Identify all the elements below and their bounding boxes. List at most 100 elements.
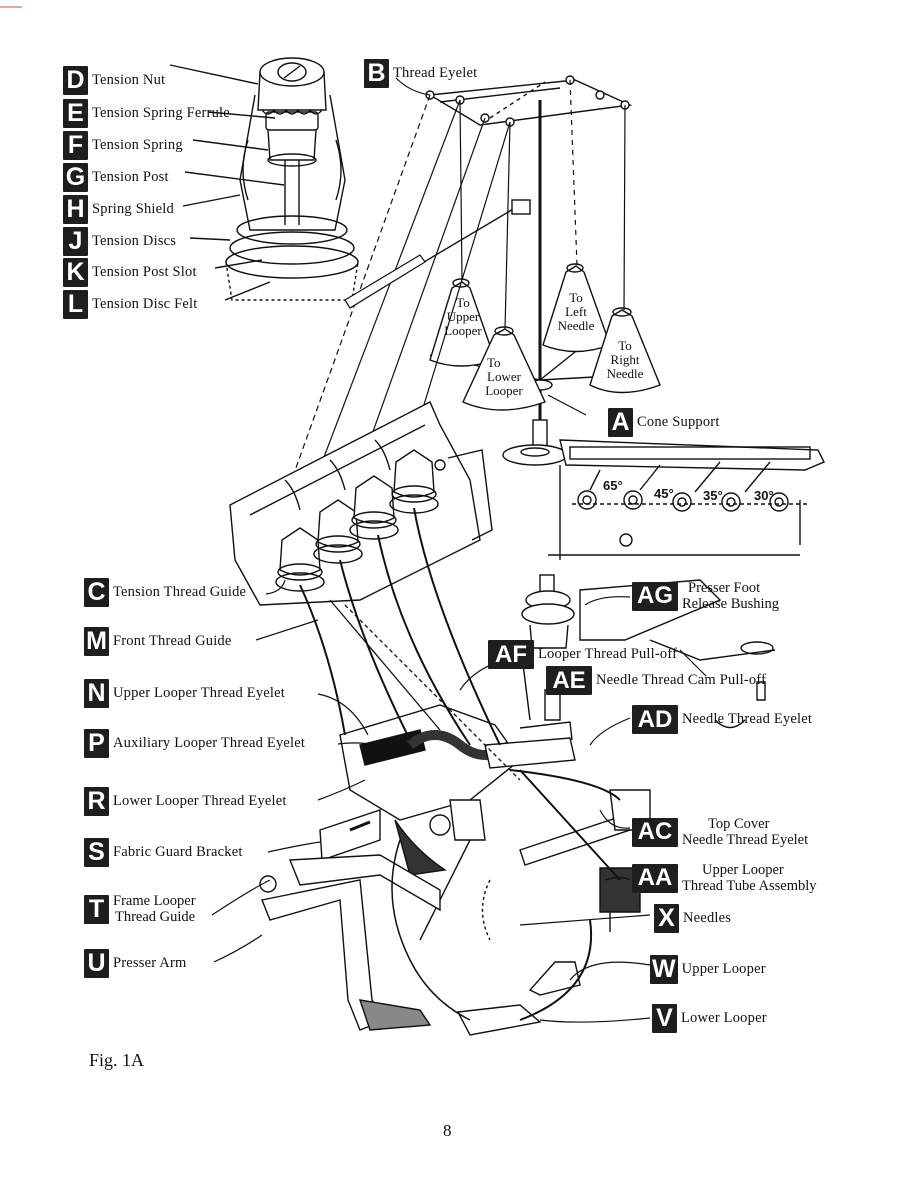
label-line-1: Upper Looper [702, 862, 784, 878]
label-text: Spring Shield [92, 201, 174, 217]
label-text: Presser Foot Release Bushing [682, 580, 779, 612]
label-letter: F [63, 131, 88, 160]
label-letter: G [63, 163, 88, 192]
label-tension-spring-ferrule: E Tension Spring Ferrule [63, 99, 230, 128]
label-fabric-guard-bracket: S Fabric Guard Bracket [84, 838, 243, 867]
figure-caption: Fig. 1A [89, 1050, 145, 1070]
label-upper-looper: W Upper Looper [650, 955, 766, 984]
label-thread-eyelet: B Thread Eyelet [364, 59, 477, 88]
tension-panel [229, 401, 493, 606]
label-tension-spring: F Tension Spring [63, 131, 183, 160]
cone-left-needle [542, 263, 611, 353]
threads-lower [299, 507, 621, 1021]
cone-label-right-needle: To Right Needle [600, 339, 650, 381]
tension-knob-4 [389, 449, 439, 514]
cone-label-upper-looper: To Upper Looper [443, 296, 483, 338]
label-text: Cone Support [637, 414, 720, 430]
label-text: Thread Eyelet [393, 65, 478, 81]
cone-lower-looper [462, 326, 546, 411]
label-letter: N [84, 679, 109, 708]
label-letter: P [84, 729, 109, 758]
label-line-2: Needle Thread Eyelet [682, 832, 809, 848]
label-letter: L [63, 290, 88, 319]
tension-knob-3 [349, 475, 399, 540]
leader-lines [211, 77, 707, 1023]
label-needles: X Needles [654, 904, 731, 933]
label-text: Looper Thread Pull-off [538, 646, 678, 662]
label-text: Tension Post Slot [92, 264, 197, 280]
cone-label-line: Needle [557, 318, 595, 333]
label-line-2: Thread Tube Assembly [682, 878, 817, 894]
cone-right-needle [589, 307, 661, 394]
cone-label-line: Looper [485, 383, 523, 398]
label-lower-looper-thread-eyelet: R Lower Looper Thread Eyelet [84, 787, 287, 816]
label-lower-looper: V Lower Looper [652, 1004, 767, 1033]
cone-label-line: Upper [446, 309, 480, 324]
label-front-thread-guide: M Front Thread Guide [84, 627, 232, 656]
angle-inset [548, 439, 825, 560]
label-line-2: Release Bushing [682, 596, 780, 612]
label-needle-thread-cam-pull-off: AE Needle Thread Cam Pull-off [546, 666, 766, 695]
cone-label-line: Lower [487, 369, 521, 384]
label-frame-looper-thread-guide: T Frame Looper Thread Guide [84, 893, 196, 925]
label-text: Frame Looper Thread Guide [113, 893, 196, 925]
label-upper-looper-thread-tube-assembly: AA Upper Looper Thread Tube Assembly [632, 862, 817, 894]
label-text: Lower Looper Thread Eyelet [113, 793, 287, 809]
label-letter: H [63, 195, 88, 224]
label-letter: S [84, 838, 109, 867]
tension-knob-1 [275, 527, 325, 592]
label-text: Upper Looper Thread Eyelet [113, 685, 286, 701]
label-line-1: Presser Foot [688, 580, 761, 596]
label-text: Top Cover Needle Thread Eyelet [682, 816, 808, 848]
label-text: Upper Looper [681, 961, 766, 977]
label-looper-thread-pull-off: AF Looper Thread Pull-off [488, 640, 677, 669]
cone-label-line: To [487, 355, 501, 370]
label-presser-arm: U Presser Arm [84, 949, 186, 978]
label-letter: V [652, 1004, 677, 1033]
label-letter: B [364, 59, 389, 88]
page-number: 8 [443, 1121, 452, 1140]
label-text: Needle Thread Eyelet [682, 711, 813, 727]
label-tension-thread-guide: C Tension Thread Guide [84, 578, 246, 607]
lower-mechanism [259, 704, 651, 1036]
label-text: Tension Spring Ferrule [92, 105, 230, 121]
angle-45: 45° [654, 486, 674, 501]
cone-upper-looper [429, 278, 496, 367]
label-tension-nut: D Tension Nut [63, 66, 165, 95]
label-tension-disc-felt: L Tension Disc Felt [63, 290, 198, 319]
label-letter: R [84, 787, 109, 816]
label-upper-looper-thread-eyelet: N Upper Looper Thread Eyelet [84, 679, 285, 708]
label-text: Fabric Guard Bracket [113, 844, 243, 860]
angle-30: 30° [754, 488, 774, 503]
threads-upper [269, 79, 626, 541]
label-presser-foot-release-bushing: AG Presser Foot Release Bushing [632, 580, 779, 612]
label-letter: K [63, 258, 88, 287]
label-cone-support: A Cone Support [608, 408, 720, 437]
label-letter: W [650, 955, 678, 984]
label-line-1: Frame Looper [113, 893, 196, 909]
cone-label-line: Right [610, 352, 640, 367]
label-text: Tension Thread Guide [113, 584, 247, 600]
label-tension-discs: J Tension Discs [63, 227, 176, 256]
label-text: Tension Spring [92, 137, 183, 153]
label-letter: U [84, 949, 109, 978]
cone-label-line: To [618, 338, 632, 353]
label-letter: X [654, 904, 679, 933]
label-spring-shield: H Spring Shield [63, 195, 174, 224]
label-letter: A [608, 408, 633, 437]
label-text: Auxiliary Looper Thread Eyelet [113, 735, 306, 751]
label-tension-post: G Tension Post [63, 163, 169, 192]
label-top-cover-needle-thread-eyelet: AC Top Cover Needle Thread Eyelet [632, 816, 808, 848]
label-letter: D [63, 66, 88, 95]
label-text: Tension Post [92, 169, 169, 185]
label-text: Needle Thread Cam Pull-off [596, 672, 767, 688]
cone-label-lower-looper: To Lower Looper [481, 356, 527, 398]
label-letter: AE [546, 666, 592, 695]
label-needle-thread-eyelet: AD Needle Thread Eyelet [632, 705, 812, 734]
label-letter: J [63, 227, 88, 256]
cone-label-line: Needle [606, 366, 644, 381]
angle-35: 35° [703, 488, 723, 503]
label-auxiliary-looper-thread-eyelet: P Auxiliary Looper Thread Eyelet [84, 729, 305, 758]
cone-label-line: To [569, 290, 583, 305]
